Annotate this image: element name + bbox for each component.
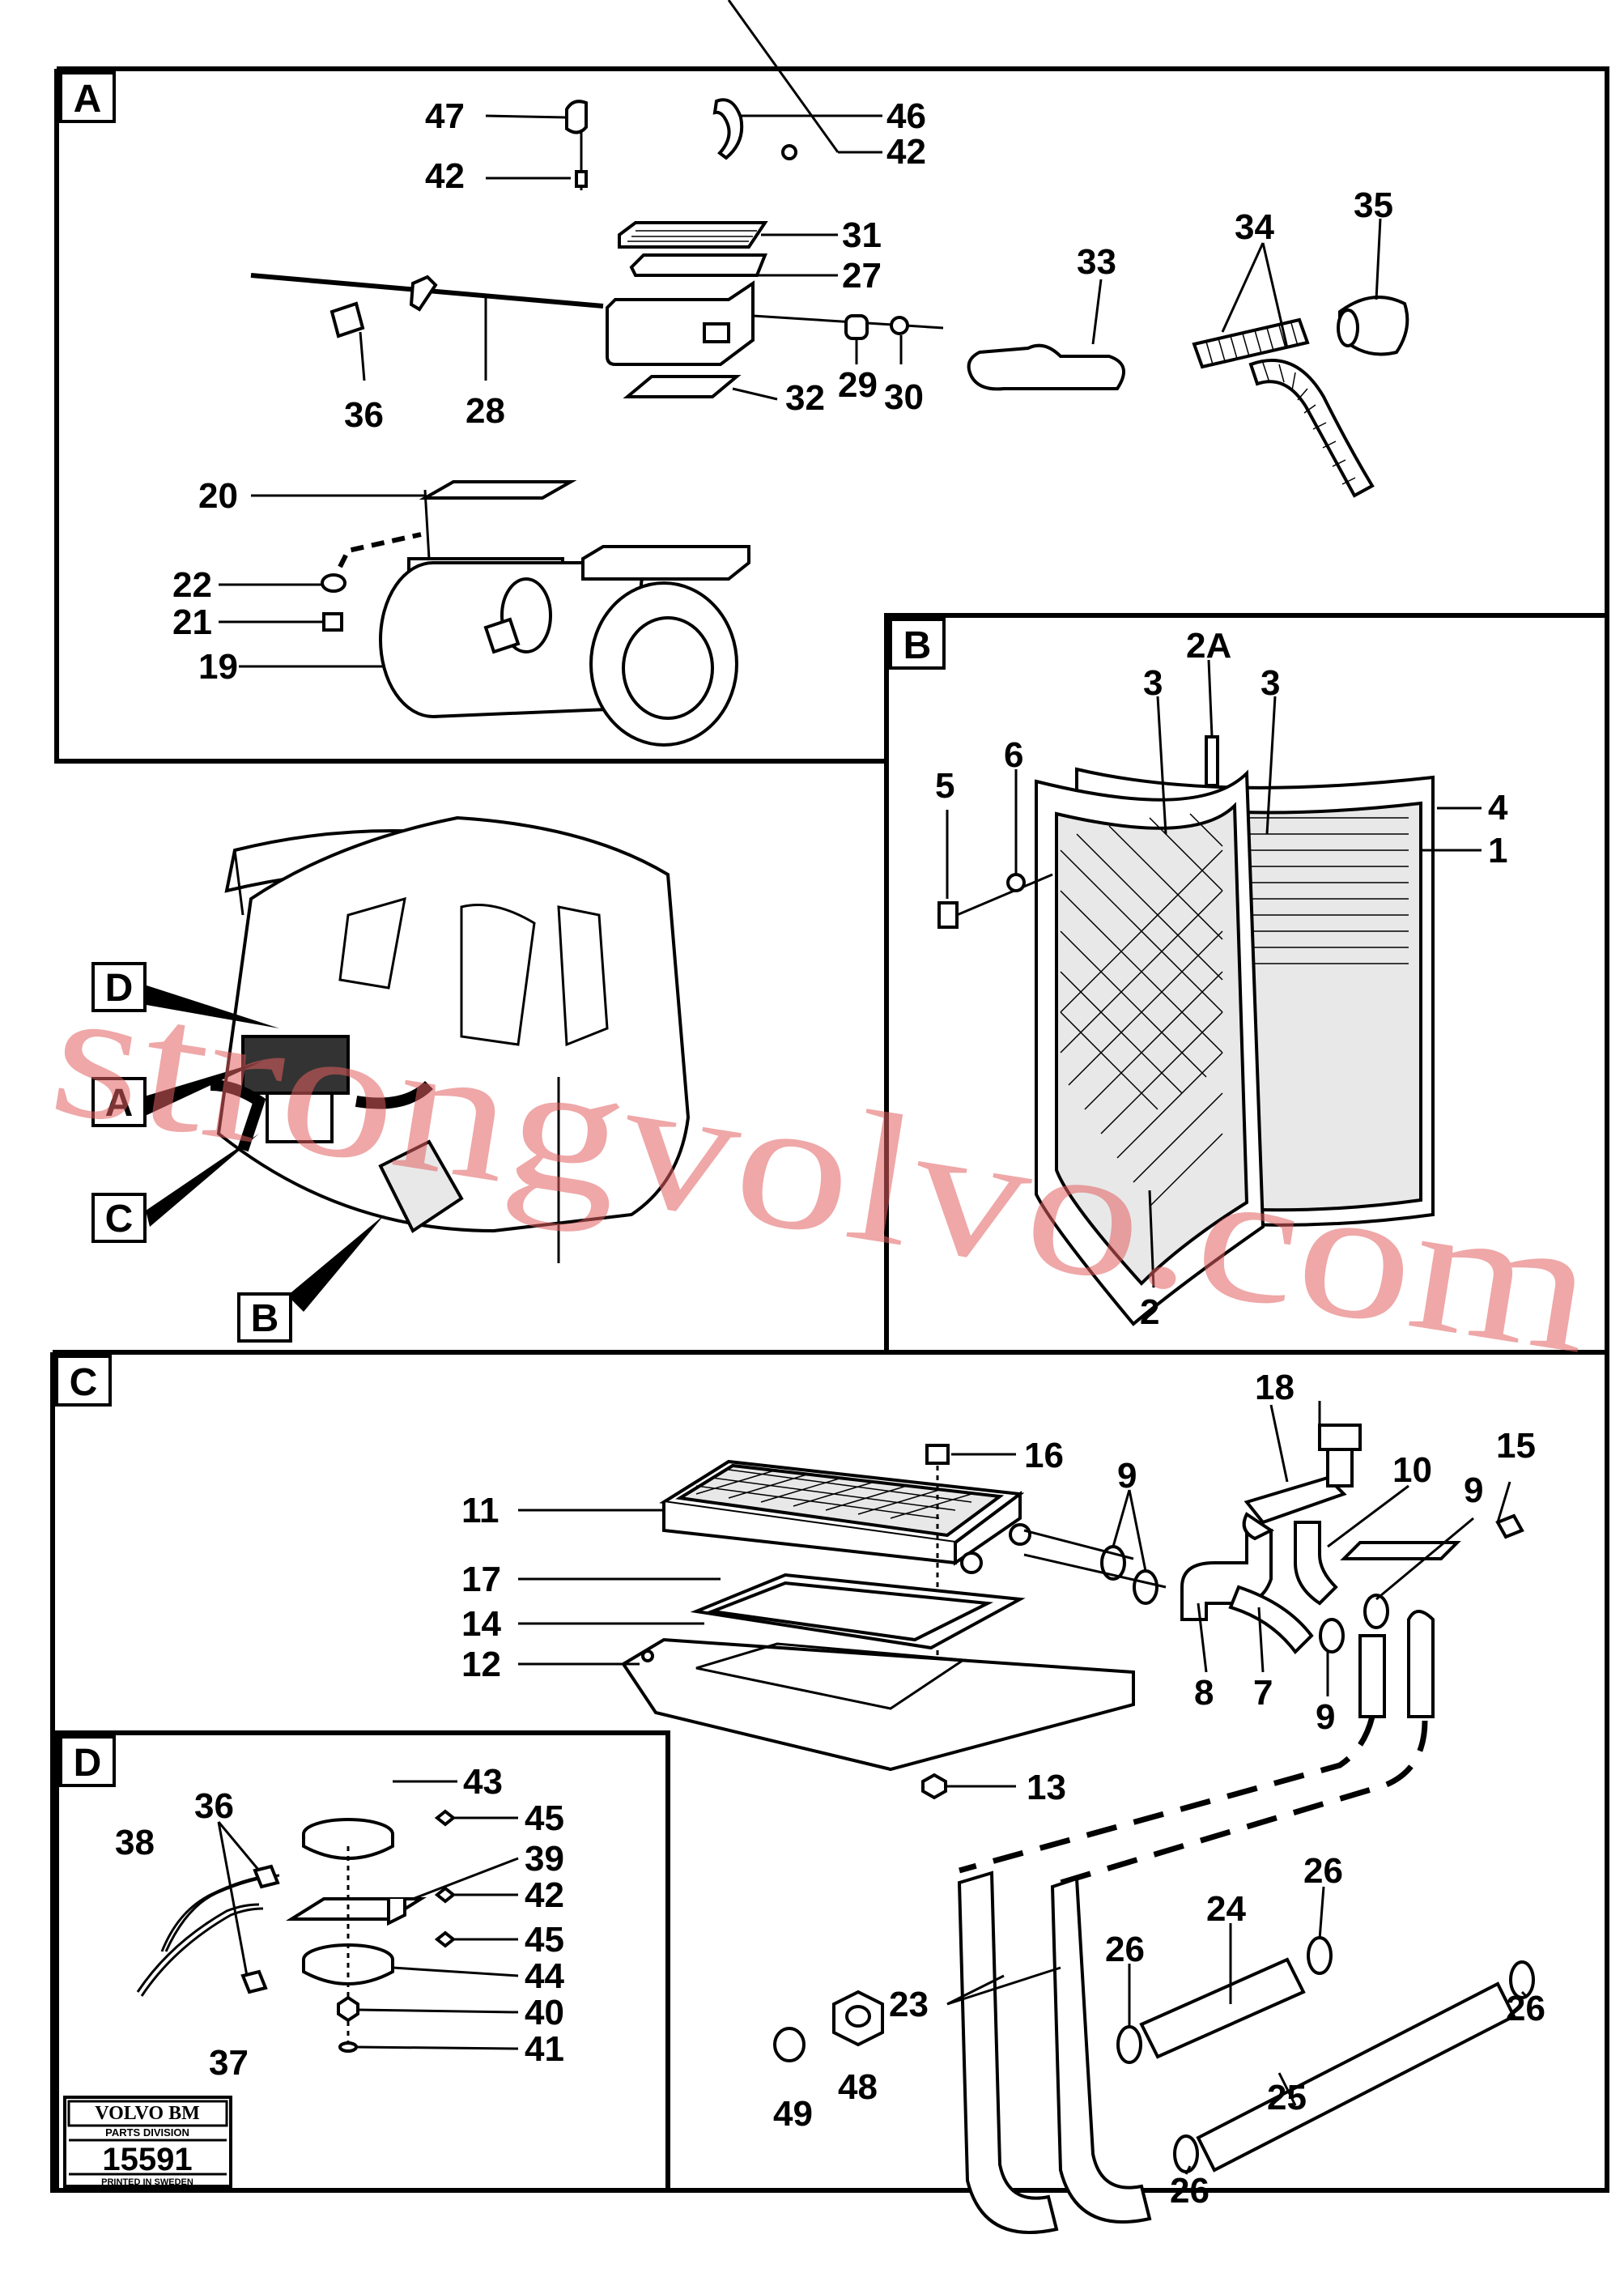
label-9-b: 9 bbox=[1464, 1470, 1483, 1510]
panel-c-parts bbox=[621, 1401, 1535, 2234]
label-8: 8 bbox=[1194, 1673, 1214, 1713]
label-4: 4 bbox=[1488, 788, 1508, 828]
label-16: 16 bbox=[1024, 1436, 1064, 1475]
label-20: 20 bbox=[198, 476, 238, 516]
label-43: 43 bbox=[463, 1762, 503, 1802]
label-47: 47 bbox=[425, 96, 465, 136]
svg-text:A: A bbox=[74, 78, 102, 121]
label-17: 17 bbox=[461, 1560, 501, 1599]
label-45-b: 45 bbox=[525, 1920, 564, 1960]
logo-division: PARTS DIVISION bbox=[105, 2126, 189, 2139]
label-38: 38 bbox=[115, 1823, 155, 1862]
panel-a-parts bbox=[250, 0, 1409, 747]
label-32: 32 bbox=[785, 378, 825, 418]
label-14: 14 bbox=[461, 1604, 501, 1644]
section-d-tag: D bbox=[59, 1735, 116, 1787]
label-40: 40 bbox=[525, 1993, 564, 2032]
label-26-b: 26 bbox=[1303, 1851, 1343, 1891]
label-42-b: 42 bbox=[886, 132, 926, 172]
leader-lines bbox=[217, 114, 1528, 2175]
section-c-tag: C bbox=[55, 1355, 112, 1407]
label-18: 18 bbox=[1255, 1368, 1295, 1407]
label-26-a: 26 bbox=[1105, 1930, 1145, 1969]
cab-callout-b: B bbox=[251, 1297, 279, 1340]
label-44: 44 bbox=[525, 1956, 564, 1996]
label-5: 5 bbox=[935, 766, 954, 806]
label-9-a: 9 bbox=[1117, 1456, 1137, 1496]
cab-callout-c: C bbox=[105, 1198, 134, 1241]
cab-callout-d: D bbox=[105, 967, 134, 1010]
svg-text:B: B bbox=[903, 624, 932, 667]
svg-text:C: C bbox=[70, 1361, 98, 1404]
label-34: 34 bbox=[1235, 207, 1274, 247]
label-48: 48 bbox=[838, 2067, 878, 2107]
label-11: 11 bbox=[461, 1491, 500, 1530]
label-1: 1 bbox=[1488, 831, 1507, 870]
cab-callout-a: A bbox=[105, 1082, 134, 1125]
label-2: 2 bbox=[1140, 1292, 1159, 1332]
label-27: 27 bbox=[842, 256, 882, 296]
label-3-a: 3 bbox=[1143, 663, 1163, 703]
label-49: 49 bbox=[773, 2094, 813, 2134]
label-33: 33 bbox=[1077, 242, 1116, 282]
label-30: 30 bbox=[884, 377, 924, 417]
part-number-labels: 47 46 42 42 31 27 33 34 35 36 28 29 30 3… bbox=[115, 96, 1545, 2211]
label-25: 25 bbox=[1267, 2078, 1307, 2117]
frame-lines bbox=[50, 66, 1609, 2193]
label-19: 19 bbox=[198, 647, 238, 687]
label-22: 22 bbox=[172, 565, 212, 605]
label-21: 21 bbox=[172, 602, 212, 642]
label-24: 24 bbox=[1206, 1889, 1246, 1929]
cab-overview: D A C B bbox=[91, 815, 691, 1343]
label-45-a: 45 bbox=[525, 1798, 564, 1838]
label-31: 31 bbox=[842, 215, 882, 255]
label-28: 28 bbox=[466, 391, 505, 431]
label-46: 46 bbox=[886, 96, 926, 136]
label-41: 41 bbox=[525, 2029, 564, 2069]
logo-printed: PRINTED IN SWEDEN bbox=[101, 2177, 193, 2187]
label-12: 12 bbox=[461, 1645, 501, 1684]
label-2A: 2A bbox=[1186, 626, 1231, 666]
panel-b-parts bbox=[937, 735, 1435, 1326]
panel-d-parts bbox=[136, 1809, 457, 2053]
label-42-a: 42 bbox=[425, 156, 465, 196]
label-23: 23 bbox=[889, 1985, 929, 2024]
section-b-tag: B bbox=[889, 618, 946, 670]
label-42-c: 42 bbox=[525, 1875, 564, 1915]
label-3-b: 3 bbox=[1261, 663, 1280, 703]
volvo-bm-logo-block: VOLVO BM PARTS DIVISION 15591 PRINTED IN… bbox=[63, 2096, 232, 2188]
label-15: 15 bbox=[1496, 1426, 1536, 1466]
label-26-c: 26 bbox=[1506, 1989, 1545, 2028]
label-7: 7 bbox=[1253, 1673, 1273, 1713]
label-37: 37 bbox=[209, 2043, 249, 2083]
label-10: 10 bbox=[1392, 1450, 1432, 1490]
label-39: 39 bbox=[525, 1839, 564, 1879]
logo-number: 15591 bbox=[102, 2142, 192, 2177]
label-9-c: 9 bbox=[1316, 1697, 1335, 1737]
section-a-tag: A bbox=[59, 71, 116, 123]
label-13: 13 bbox=[1027, 1768, 1066, 1807]
logo-brand: VOLVO BM bbox=[95, 2103, 200, 2124]
label-26-d: 26 bbox=[1170, 2171, 1209, 2211]
label-35: 35 bbox=[1354, 185, 1393, 225]
label-29: 29 bbox=[838, 365, 878, 405]
label-36-a: 36 bbox=[344, 395, 384, 435]
svg-text:D: D bbox=[74, 1742, 102, 1785]
label-6: 6 bbox=[1004, 735, 1023, 775]
label-36-b: 36 bbox=[194, 1786, 234, 1826]
